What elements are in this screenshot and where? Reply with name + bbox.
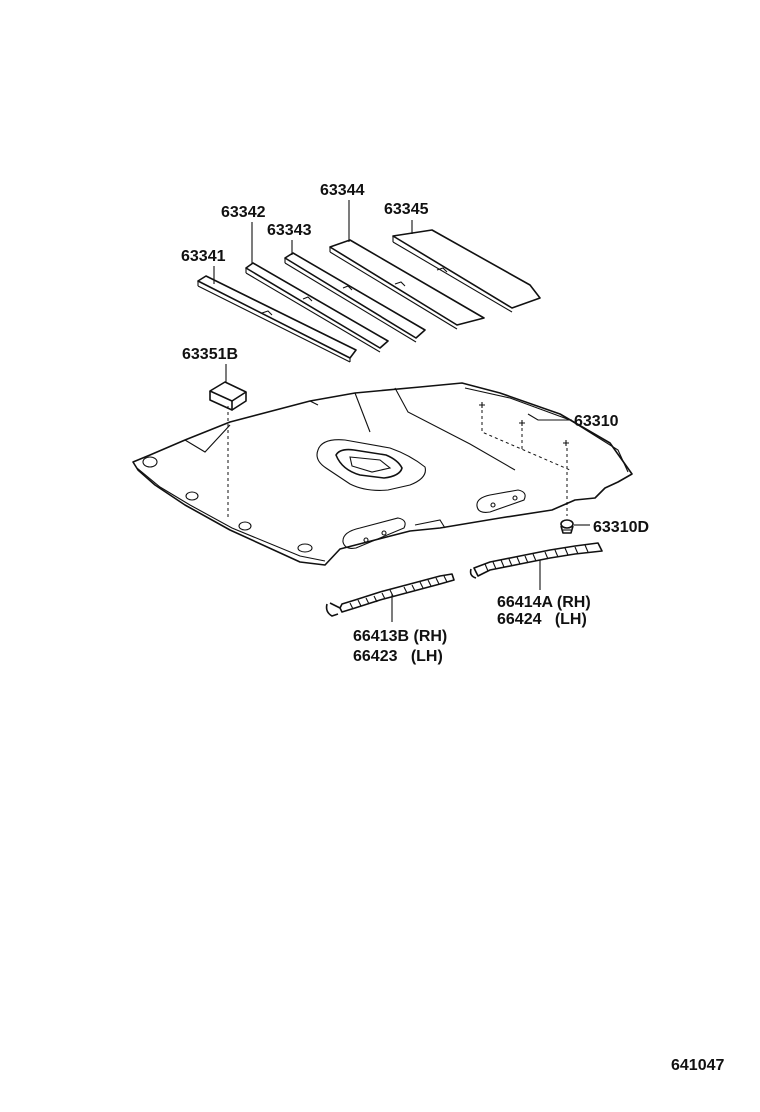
label-63351B: 63351B [182, 346, 238, 363]
assist-grip-66413B[interactable] [325, 573, 455, 617]
label-66413B: 66413B (RH) [353, 628, 447, 645]
label-63310D: 63310D [593, 519, 649, 536]
label-63345: 63345 [384, 201, 429, 218]
dash-screw-1 [481, 410, 571, 471]
assist-grip-66414A[interactable] [469, 542, 603, 579]
leader-63310 [527, 413, 572, 421]
label-63343: 63343 [267, 222, 312, 239]
label-66423: 66423 (LH) [353, 648, 443, 665]
label-63344: 63344 [320, 182, 365, 199]
headliner-63310[interactable] [132, 382, 633, 566]
diagram-id: 641047 [671, 1057, 724, 1074]
label-66424: 66424 (LH) [497, 611, 587, 628]
label-66414A: 66414A (RH) [497, 594, 591, 611]
block-63351B[interactable] [209, 381, 247, 411]
label-63342: 63342 [221, 204, 266, 221]
pad-63344[interactable] [329, 239, 485, 330]
pad-63345[interactable] [392, 229, 541, 313]
pad-63343[interactable] [284, 252, 426, 343]
label-63341: 63341 [181, 248, 226, 265]
clip-63310D[interactable] [560, 519, 574, 534]
pad-63341[interactable] [197, 275, 357, 363]
pad-63342[interactable] [245, 262, 389, 353]
label-63310: 63310 [574, 413, 619, 430]
